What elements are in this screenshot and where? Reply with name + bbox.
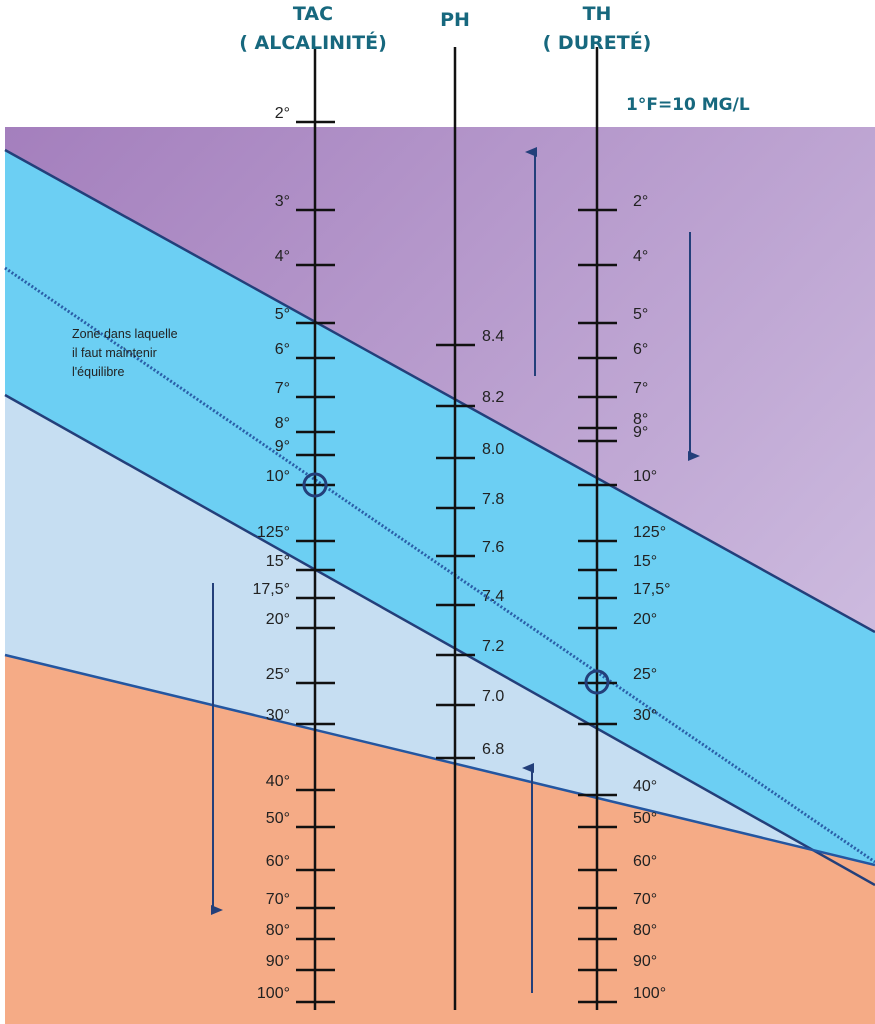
orange-zone [5,655,875,1024]
ph-tick-label: 7.6 [482,539,504,556]
tac-tick-label: 90° [266,953,290,970]
tac-tick-label: 3° [275,193,290,210]
tac-tick-label: 100° [257,985,290,1002]
upper-limit-line [4,148,875,634]
th-tick-label: 30° [633,707,657,724]
tac-tick-label: 7° [275,380,290,397]
th-tick-label: 70° [633,891,657,908]
ph-title: PH [440,9,470,31]
tac-tick-label: 20° [266,611,290,628]
th-tick-label: 100° [633,985,666,1002]
tac-title: TAC [293,3,333,25]
tac-tick-label: 60° [266,853,290,870]
th-marker-circle [584,669,610,695]
th-tick-label: 20° [633,611,657,628]
ph-tick-label: 8.2 [482,389,504,406]
tac-tick-label: 4° [275,248,290,265]
th-tick-label: 60° [633,853,657,870]
th-tick-label: 5° [633,306,648,323]
tac-tick-label: 6° [275,341,290,358]
tac-tick-label: 125° [257,524,290,541]
th-tick-label: 10° [633,468,657,485]
balance-zone [5,150,875,885]
tac-tick-label: 30° [266,707,290,724]
ph-tick-label: 7.2 [482,638,504,655]
tac-tick-label: 40° [266,773,290,790]
th-tick-label: 6° [633,341,648,358]
tac-tick-label: 70° [266,891,290,908]
tac-tick-label: 80° [266,922,290,939]
th-tick-label: 2° [633,193,648,210]
ph-tick-label: 7.0 [482,688,504,705]
th-tick-label: 80° [633,922,657,939]
th-tick-label: 9° [633,424,648,441]
th-subtitle: ( DURETÉ) [543,31,652,54]
ph-tick-label: 8.4 [482,328,504,345]
tac-tick-label: 2° [275,105,290,122]
tac-tick-label: 15° [266,553,290,570]
ph-tick-label: 7.8 [482,491,504,508]
th-tick-label: 40° [633,778,657,795]
th-tick-label: 50° [633,810,657,827]
tac-tick-label: 8° [275,415,290,432]
th-tick-label: 4° [633,248,648,265]
unit-note: 1°F=10 MG/L [626,95,750,115]
ph-tick-label: 6.8 [482,741,504,758]
lower-limit-line [4,393,875,887]
th-tick-label: 8° [633,411,648,428]
th-title: TH [583,3,612,25]
zone-note-line-3: l'équilibre [72,365,124,379]
tac-tick-label: 25° [266,666,290,683]
equilibrium-dotted-line [4,266,875,864]
orange-limit-line [4,653,875,867]
tac-tick-label: 5° [275,306,290,323]
tac-tick-label: 17,5° [252,581,290,598]
tac-marker-circle [302,472,328,498]
tac-tick-label: 9° [275,438,290,455]
zone-note-line-1: Zone dans laquelle [72,327,178,341]
th-tick-label: 125° [633,524,666,541]
th-tick-label: 90° [633,953,657,970]
ph-tick-label: 7.4 [482,588,504,605]
tac-tick-label: 10° [266,468,290,485]
tac-subtitle: ( ALCALINITÉ) [239,31,387,54]
ph-tick-label: 8.0 [482,441,504,458]
th-tick-label: 25° [633,666,657,683]
th-tick-label: 7° [633,380,648,397]
zone-note-line-2: il faut maintenir [72,346,157,360]
th-tick-label: 15° [633,553,657,570]
th-tick-label: 17,5° [633,581,671,598]
tac-tick-label: 50° [266,810,290,827]
